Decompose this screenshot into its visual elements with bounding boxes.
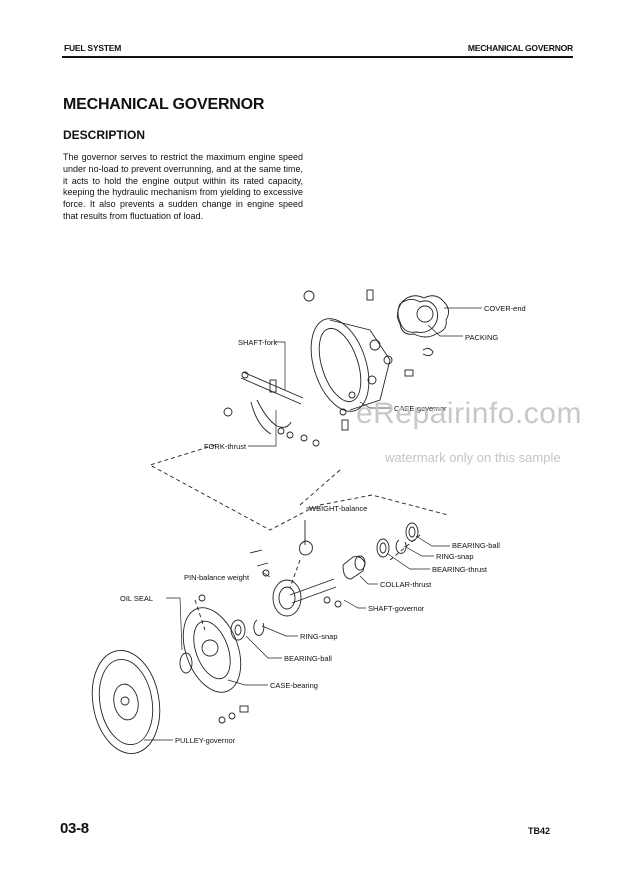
header-section-name: FUEL SYSTEM xyxy=(64,43,122,53)
label-weight-balance: WEIGHT-balance xyxy=(309,504,367,513)
label-shaft-governor: SHAFT-governor xyxy=(368,604,425,613)
label-bearing-ball-lower: BEARING-ball xyxy=(284,654,332,663)
shaft-fork-part xyxy=(240,371,304,405)
label-pin-balance-weight: PIN-balance weight xyxy=(184,573,250,582)
case-bearing-part xyxy=(182,607,242,693)
section-subtitle: DESCRIPTION xyxy=(63,128,146,142)
case-governor-part xyxy=(310,318,393,412)
label-cover-end: COVER-end xyxy=(484,304,526,313)
header-rule xyxy=(62,56,573,58)
label-collar-thrust: COLLAR-thrust xyxy=(380,580,432,589)
assembly-guide-lines xyxy=(148,444,449,631)
bearing-ball-lower-part xyxy=(230,619,246,641)
watermark-site: eRepairinfo.com xyxy=(356,397,582,430)
label-oil-seal: OIL SEAL xyxy=(120,594,153,603)
label-case-governor: CASE-governor xyxy=(394,404,447,413)
weight-balance-part xyxy=(299,520,313,556)
label-ring-snap-upper: RING-snap xyxy=(436,552,474,561)
bearing-ball-upper-part xyxy=(405,522,419,542)
label-shaft-fork: SHAFT-fork xyxy=(238,338,277,347)
collar-thrust-part xyxy=(342,555,366,580)
watermark-notice: watermark only on this sample xyxy=(385,450,561,465)
fasteners-lower xyxy=(198,594,249,724)
pin-balance-weight-part xyxy=(249,549,270,577)
oil-seal-part xyxy=(179,652,193,674)
header-chapter-title: MECHANICAL GOVERNOR xyxy=(467,43,573,53)
label-case-bearing: CASE-bearing xyxy=(270,681,318,690)
shaft-governor-part xyxy=(272,578,342,617)
fasteners-top xyxy=(303,289,434,431)
leader-lines xyxy=(144,307,482,741)
page-title: MECHANICAL GOVERNOR xyxy=(63,96,265,113)
label-bearing-ball-upper: BEARING-ball xyxy=(452,541,500,550)
document-code: TB42 xyxy=(527,826,550,836)
ring-snap-upper-part xyxy=(395,539,407,554)
packing-part xyxy=(397,299,439,333)
page-number: 03-8 xyxy=(60,820,89,837)
fork-thrust-part xyxy=(223,399,320,447)
cover-end-part xyxy=(397,295,449,338)
description-paragraph: The governor serves to restrict the maxi… xyxy=(63,152,303,221)
ring-snap-lower-part xyxy=(253,619,265,636)
label-pulley-governor: PULLEY-governor xyxy=(175,736,236,745)
label-bearing-thrust: BEARING-thrust xyxy=(432,565,488,574)
label-ring-snap-lower: RING-snap xyxy=(300,632,338,641)
label-packing: PACKING xyxy=(465,333,498,342)
bearing-thrust-part xyxy=(376,538,390,558)
pulley-governor-part xyxy=(91,650,161,754)
label-fork-thrust: FORK-thrust xyxy=(204,442,247,451)
